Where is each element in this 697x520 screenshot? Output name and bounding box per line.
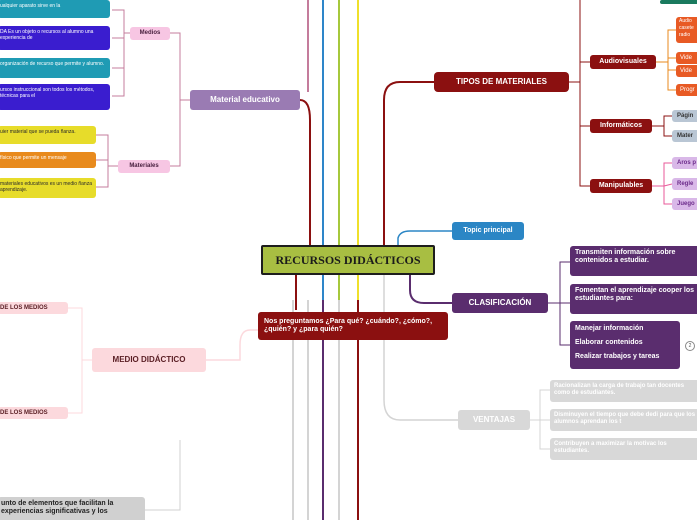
- materiales-node[interactable]: Materiales: [118, 160, 170, 173]
- informatico-item-materiales[interactable]: Mater: [672, 130, 697, 142]
- manipulables-node[interactable]: Manipulables: [590, 179, 652, 193]
- material-educativo-node[interactable]: Material educativo: [190, 90, 300, 110]
- medios-node[interactable]: Medios: [130, 27, 170, 40]
- audiovisual-item-audio[interactable]: Audio casete radio: [676, 17, 697, 43]
- topic-principal-node[interactable]: Topic principal: [452, 222, 524, 240]
- tipos-de-materiales-node[interactable]: TIPOS DE MATERIALES: [434, 72, 569, 92]
- medio-didactico-item-1[interactable]: DE LOS MEDIOS: [0, 302, 68, 314]
- clasificacion-item-manejar[interactable]: Manejar información Elaborar contenidos …: [570, 321, 680, 369]
- clasificacion-item-fomentan[interactable]: Fomentan el aprendizaje cooper los estud…: [570, 284, 697, 314]
- clasificacion-node[interactable]: CLASIFICACIÓN: [452, 293, 548, 313]
- bottom-definition-node[interactable]: unto de elementos que facilitan la exper…: [0, 497, 145, 520]
- medios-item-3[interactable]: organización de recurso que permite y al…: [0, 58, 110, 78]
- materiales-item-3[interactable]: materiales educativos es un medio ñanza …: [0, 178, 96, 198]
- ventaja-item-racionalizan[interactable]: Racionalizan la carga de trabajo tan doc…: [550, 380, 697, 402]
- ventaja-item-contribuyen[interactable]: Contribuyen a maximizar la motivac los e…: [550, 438, 697, 460]
- medio-didactico-node[interactable]: MEDIO DIDÁCTICO: [92, 348, 206, 372]
- top-right-node[interactable]: [660, 0, 697, 4]
- informaticos-node[interactable]: Informáticos: [590, 119, 652, 133]
- audiovisual-item-programa[interactable]: Progr: [676, 84, 697, 96]
- central-topic[interactable]: RECURSOS DIDÁCTICOS: [261, 245, 435, 275]
- medios-item-4[interactable]: ursos instruccional son todos los método…: [0, 84, 110, 110]
- medios-item-2[interactable]: DA Es un objeto o recursos al alumno una…: [0, 26, 110, 50]
- informatico-item-paginas[interactable]: Págin: [672, 110, 697, 122]
- audiovisual-item-video-2[interactable]: Vide: [676, 65, 697, 77]
- medio-didactico-item-2[interactable]: DE LOS MEDIOS: [0, 407, 68, 419]
- manipulable-item-aros[interactable]: Aros p: [672, 157, 697, 169]
- medios-item-1[interactable]: ualquier aparato sirve en la: [0, 0, 110, 18]
- preguntamos-node[interactable]: Nos preguntamos ¿Para qué? ¿cuándo?, ¿có…: [258, 312, 448, 340]
- collapse-toggle-icon[interactable]: 2: [685, 341, 695, 351]
- materiales-item-1[interactable]: uier material que se pueda ñanza.: [0, 126, 96, 144]
- clasificacion-item-transmiten[interactable]: Transmiten información sobre contenidos …: [570, 246, 697, 276]
- manipulable-item-reglas[interactable]: Regle: [672, 178, 697, 190]
- ventaja-item-disminuyen[interactable]: Disminuyen el tiempo que debe dedi para …: [550, 409, 697, 431]
- audiovisual-item-video-1[interactable]: Vide: [676, 52, 697, 64]
- manipulable-item-juegos[interactable]: Juego: [672, 198, 697, 210]
- ventajas-node[interactable]: VENTAJAS: [458, 410, 530, 430]
- audiovisuales-node[interactable]: Audiovisuales: [590, 55, 656, 69]
- materiales-item-2[interactable]: físico que permite un mensaje: [0, 152, 96, 168]
